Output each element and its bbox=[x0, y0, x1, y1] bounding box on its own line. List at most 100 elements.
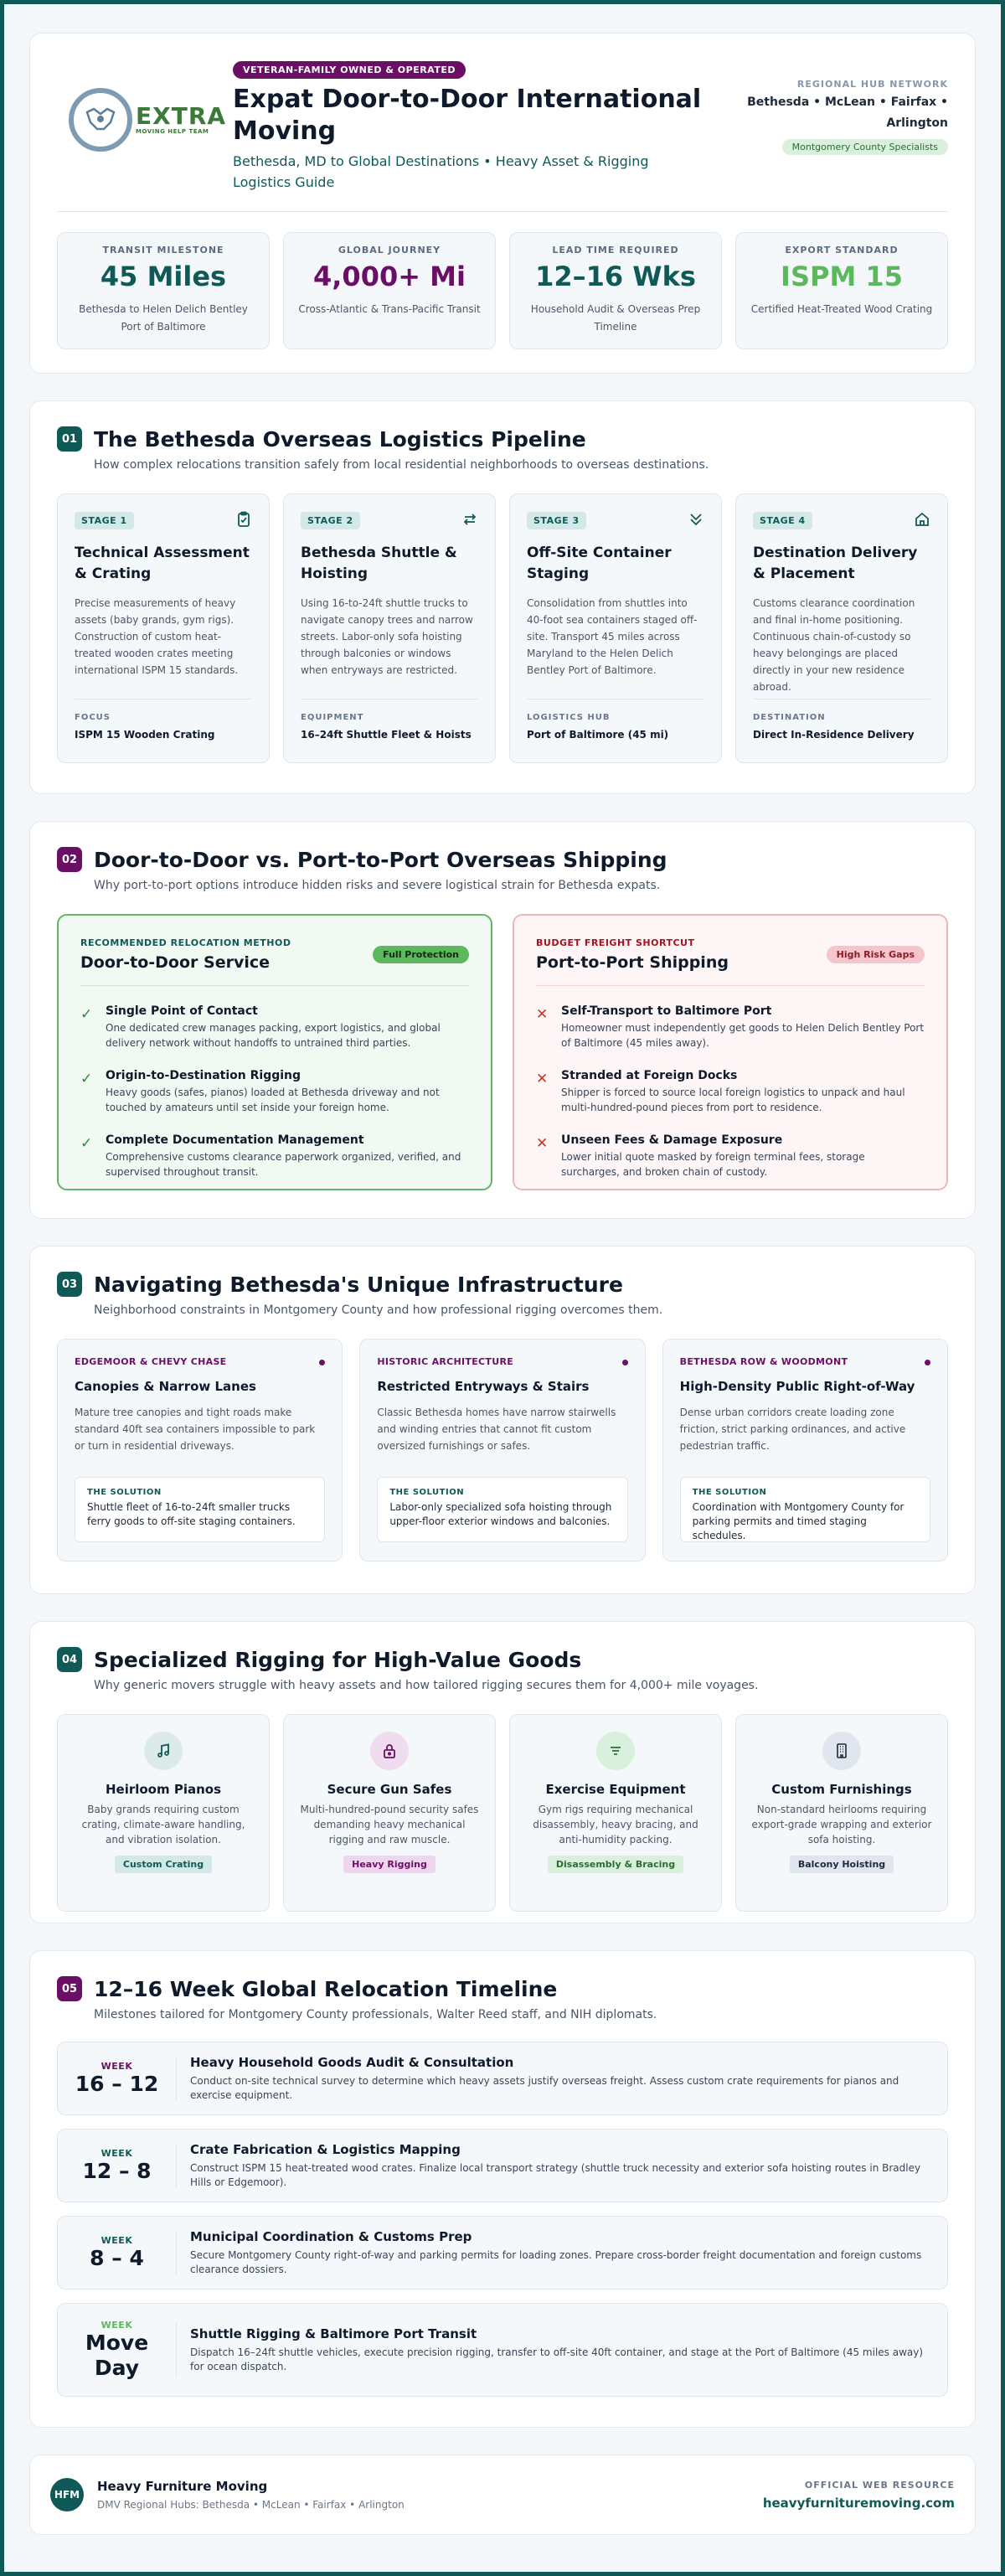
section-subtitle: Why port-to-port options introduce hidde… bbox=[94, 879, 661, 892]
infrastructure-desc: Dense urban corridors create loading zon… bbox=[679, 1407, 906, 1452]
neighborhood-tag: EDGEMOOR & CHEVY CHASE bbox=[75, 1356, 227, 1367]
section-title: 12–16 Week Global Relocation Timeline bbox=[94, 1976, 558, 2001]
item-title: Origin-to-Destination Rigging bbox=[106, 1069, 302, 1082]
footer-name: Heavy Furniture Moving bbox=[97, 2479, 268, 2494]
item-desc: Homeowner must independently get goods t… bbox=[561, 1022, 925, 1049]
rigging-title: Heirloom Pianos bbox=[105, 1782, 222, 1797]
hub-cities: Bethesda • McLean • Fairfax • Arlington bbox=[747, 96, 948, 130]
timeline-desc: Conduct on-site technical survey to dete… bbox=[190, 2074, 899, 2101]
week-label: WEEK bbox=[100, 2147, 133, 2159]
infrastructure-section: 03 Navigating Bethesda's Unique Infrastr… bbox=[29, 1246, 976, 1594]
footer-url-link[interactable]: heavyfurnituremoving.com bbox=[762, 2495, 955, 2511]
rigging-title: Secure Gun Safes bbox=[327, 1782, 452, 1797]
stage-foot-label: LOGISTICS HUB bbox=[527, 713, 611, 722]
stage-desc: Consolidation from shuttles into 40-foot… bbox=[527, 597, 698, 676]
rigging-tag: Disassembly & Bracing bbox=[547, 1856, 684, 1873]
timeline-section: 05 12–16 Week Global Relocation Timeline… bbox=[29, 1950, 976, 2428]
timeline-title: Crate Fabrication & Logistics Mapping bbox=[190, 2141, 461, 2157]
timeline-desc: Secure Montgomery County right-of-way an… bbox=[190, 2248, 922, 2275]
card-label: BUDGET FREIGHT SHORTCUT bbox=[536, 937, 695, 948]
home-icon bbox=[914, 511, 930, 528]
section-subtitle: Why generic movers struggle with heavy a… bbox=[94, 1679, 759, 1692]
x-icon: ✕ bbox=[536, 1006, 549, 1023]
footer-hubs: DMV Regional Hubs: Bethesda • McLean • F… bbox=[97, 2499, 405, 2511]
stage-tag: STAGE 1 bbox=[75, 512, 134, 529]
week-value: 8 – 4 bbox=[90, 2245, 144, 2270]
logo: EXTRA MOVING HELP TEAM bbox=[57, 57, 233, 183]
logo-text: EXTRA bbox=[136, 102, 227, 130]
check-icon: ✓ bbox=[80, 1135, 93, 1152]
pipeline-section: 01 The Bethesda Overseas Logistics Pipel… bbox=[29, 400, 976, 794]
week-value: Move Day bbox=[85, 2330, 149, 2380]
solution-text: Coordination with Montgomery County for … bbox=[692, 1501, 904, 1541]
rigging-desc: Non-standard heirlooms requiring export-… bbox=[751, 1804, 932, 1846]
timeline-title: Municipal Coordination & Customs Prep bbox=[190, 2228, 472, 2244]
rigging-title: Exercise Equipment bbox=[545, 1782, 686, 1797]
x-icon: ✕ bbox=[536, 1071, 549, 1087]
clipboard-check-icon bbox=[235, 511, 252, 528]
stage-foot-value: 16–24ft Shuttle Fleet & Hoists bbox=[301, 729, 472, 741]
solution-text: Labor-only specialized sofa hoisting thr… bbox=[389, 1501, 612, 1527]
footer-label: OFFICIAL WEB RESOURCE bbox=[804, 2479, 955, 2491]
stage-title: Technical Assessment & Crating bbox=[75, 545, 250, 582]
hub-badge: Montgomery County Specialists bbox=[781, 139, 948, 155]
check-icon: ✓ bbox=[80, 1006, 93, 1023]
section-title: Door-to-Door vs. Port-to-Port Overseas S… bbox=[94, 847, 667, 872]
timeline-desc: Construct ISPM 15 heat-treated wood crat… bbox=[190, 2161, 921, 2188]
section-title: Specialized Rigging for High-Value Goods bbox=[94, 1647, 582, 1672]
item-title: Self-Transport to Baltimore Port bbox=[561, 1004, 772, 1018]
infrastructure-desc: Classic Bethesda homes have narrow stair… bbox=[377, 1407, 616, 1452]
port-to-port-card: BUDGET FREIGHT SHORTCUT Port-to-Port Shi… bbox=[513, 914, 948, 1190]
rigging-desc: Gym rigs requiring mechanical disassembl… bbox=[533, 1804, 698, 1846]
infrastructure-title: Restricted Entryways & Stairs bbox=[377, 1379, 590, 1394]
stage-foot-value: ISPM 15 Wooden Crating bbox=[75, 729, 215, 741]
logo-truck-icon bbox=[69, 88, 132, 152]
stat-desc: Certified Heat-Treated Wood Crating bbox=[750, 303, 933, 315]
item-title: Single Point of Contact bbox=[106, 1004, 258, 1018]
item-title: Complete Documentation Management bbox=[106, 1133, 364, 1147]
section-number: 04 bbox=[57, 1647, 82, 1672]
item-desc: One dedicated crew manages packing, expo… bbox=[106, 1022, 441, 1049]
stat-value: 4,000+ Mi bbox=[313, 261, 466, 292]
footer: HFM Heavy Furniture Moving DMV Regional … bbox=[29, 2455, 976, 2535]
week-label: WEEK bbox=[100, 2234, 133, 2246]
section-title: The Bethesda Overseas Logistics Pipeline bbox=[94, 426, 586, 452]
stat-value: 45 Miles bbox=[100, 261, 227, 292]
item-title: Stranded at Foreign Docks bbox=[561, 1069, 738, 1082]
stat-label: GLOBAL JOURNEY bbox=[338, 245, 441, 256]
page-inner: EXTRA MOVING HELP TEAM VETERAN-FAMILY OW… bbox=[4, 4, 1001, 2572]
stage-desc: Precise measurements of heavy assets (ba… bbox=[75, 597, 239, 676]
solution-text: Shuttle fleet of 16-to-24ft smaller truc… bbox=[87, 1501, 296, 1527]
stat-card: GLOBAL JOURNEY 4,000+ Mi Cross-Atlantic & … bbox=[283, 232, 496, 349]
full-protection-badge: Full Protection bbox=[373, 946, 469, 963]
neighborhood-tag: BETHESDA ROW & WOODMONT bbox=[679, 1356, 848, 1367]
dot-icon bbox=[621, 1360, 628, 1365]
card-title: Door-to-Door Service bbox=[80, 953, 271, 972]
stage-title: Bethesda Shuttle & Hoisting bbox=[301, 545, 457, 582]
rigging-tag: Balcony Hoisting bbox=[789, 1856, 894, 1873]
stage-foot-value: Direct In-Residence Delivery bbox=[753, 729, 915, 741]
stat-desc: Cross-Atlantic & Trans-Pacific Transit bbox=[298, 303, 481, 315]
swap-arrows-icon bbox=[461, 511, 478, 528]
